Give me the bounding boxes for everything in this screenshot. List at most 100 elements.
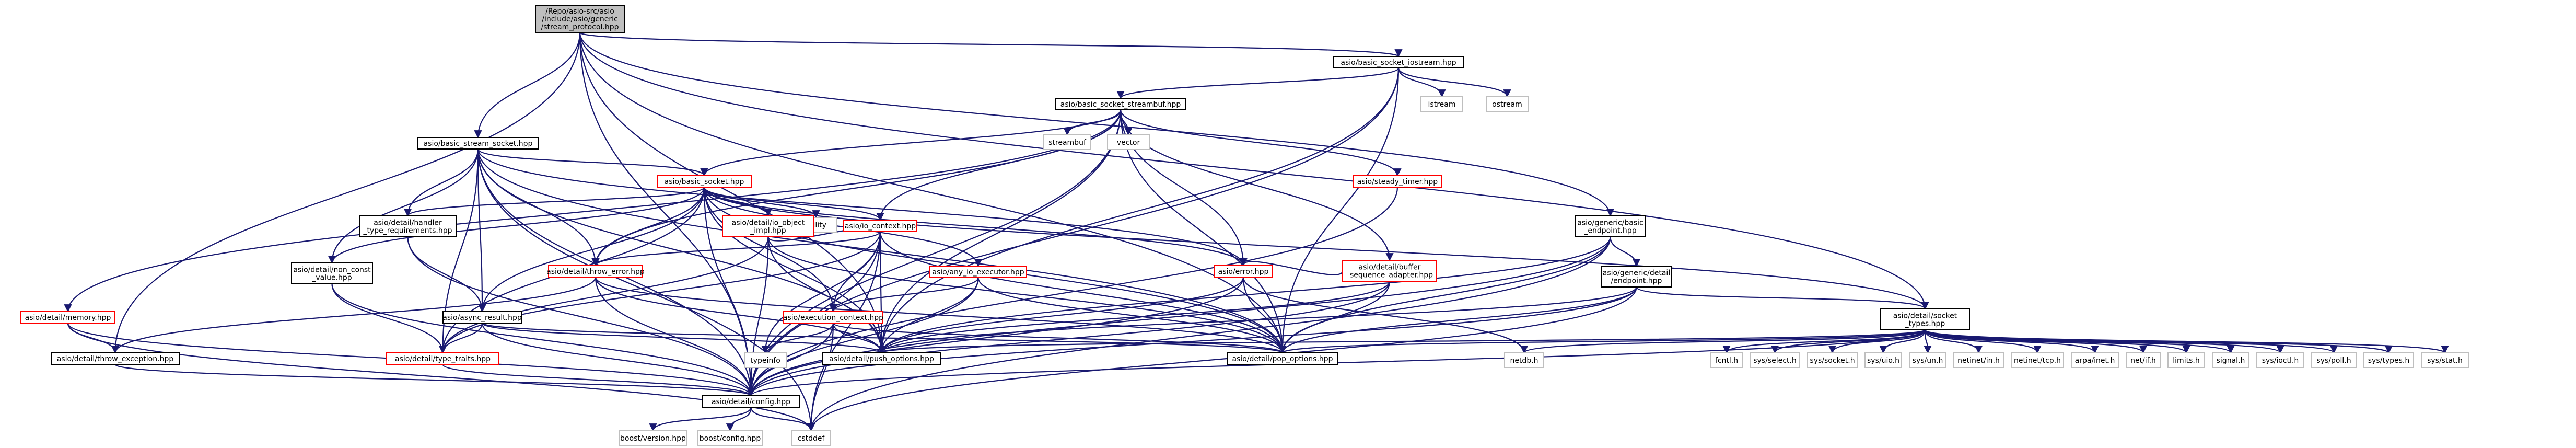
node-box — [2167, 352, 2205, 368]
edge-typetraits-to-config — [442, 363, 755, 397]
node-box — [1864, 352, 1902, 368]
node-bs[interactable]: asio/basic_socket.hpp — [657, 175, 752, 188]
node-bsi[interactable]: asio/basic_socket_iostream.hpp — [1333, 56, 1464, 68]
node-sysselect: sys/select.h — [1750, 352, 1800, 368]
node-box — [1807, 352, 1858, 368]
edge-bs-to-nonconst — [328, 187, 705, 264]
node-label: sys/select.h — [1753, 357, 1797, 365]
node-label: asio/detail/push_options.hpp — [829, 355, 934, 363]
edge-root-to-bss — [474, 32, 581, 139]
edge-socktypes-to-netdb — [1520, 329, 1926, 354]
node-label: sys/socket.h — [1810, 357, 1855, 365]
node-box — [2212, 352, 2249, 368]
node-signal: signal.h — [2212, 352, 2249, 368]
node-label: asio/error.hpp — [1218, 268, 1269, 276]
edge-asyncres-to-pop — [481, 322, 1286, 354]
edge-bs-to-anyio — [703, 187, 983, 267]
node-label: typeinfo — [750, 357, 780, 365]
node-sysun: sys/un.h — [1909, 352, 1946, 368]
node-steady[interactable]: asio/steady_timer.hpp — [1353, 175, 1442, 188]
edge-throwerr-to-throwexc — [111, 277, 597, 354]
node-label: fcntl.h — [1715, 357, 1738, 365]
node-geb[interactable]: asio/generic/basic_endpoint.hpp — [1575, 215, 1646, 237]
node-error[interactable]: asio/error.hpp — [1214, 265, 1273, 278]
node-ioctx[interactable]: asio/io_context.hpp — [843, 220, 917, 232]
node-boostver: boost/version.hpp — [619, 430, 687, 446]
node-label: asio/basic_socket.hpp — [665, 178, 744, 186]
edge-throwerr-to-pop — [595, 277, 1287, 354]
node-memory[interactable]: asio/detail/memory.hpp — [20, 311, 115, 324]
node-socktypes[interactable]: asio/detail/socket_types.hpp — [1880, 308, 1970, 330]
node-box — [442, 311, 522, 324]
edge-error-to-config — [747, 277, 1244, 397]
node-label: asio/detail/io_object — [732, 219, 805, 227]
node-vector: vector — [1107, 134, 1150, 150]
node-gedep[interactable]: asio/generic/detail/endpoint.hpp — [1601, 266, 1672, 288]
node-box — [702, 395, 800, 408]
node-ioobj[interactable]: asio/detail/io_object_impl.hpp — [722, 215, 814, 237]
edge-bs-to-ioctx — [703, 187, 884, 221]
edge-socktypes-to-fcntl — [1722, 329, 1926, 354]
node-cstddef: cstddef — [791, 430, 831, 446]
node-box — [1333, 56, 1464, 68]
node-box — [929, 266, 1027, 278]
edge-socktypes-to-sysun — [1924, 329, 1932, 354]
edge-socktypes-to-netinettcp — [1924, 329, 2042, 354]
node-syssocket: sys/socket.h — [1807, 352, 1858, 368]
node-bssb[interactable]: asio/basic_socket_streambuf.hpp — [1055, 98, 1186, 110]
node-label: netinet/in.h — [1957, 357, 2000, 365]
edge-ioobj-to-pop — [767, 236, 1287, 354]
edge-nonconst-to-typetraits — [331, 283, 447, 354]
node-typetraits[interactable]: asio/detail/type_traits.hpp — [386, 352, 499, 365]
node-label: asio/detail/handler — [374, 219, 442, 227]
edge-bsi-to-istream — [1397, 67, 1446, 98]
node-netdb: netdb.h — [1504, 352, 1544, 368]
node-box — [791, 430, 831, 446]
edge-bssb-to-memory — [64, 109, 1122, 313]
edge-socktypes-to-sysstat — [1924, 329, 2449, 354]
node-box — [2363, 352, 2414, 368]
node-netinetin: netinet/in.h — [1953, 352, 2004, 368]
node-label: _type_requirements.hpp — [363, 227, 452, 235]
node-box — [1710, 352, 1743, 368]
node-handreq[interactable]: asio/detail/handler_type_requirements.hp… — [359, 215, 457, 237]
node-box — [2311, 352, 2357, 368]
node-throwexc[interactable]: asio/detail/throw_exception.hpp — [51, 352, 180, 365]
edge-execctx-to-typeinfo — [761, 323, 834, 354]
node-label: sys/types.h — [2368, 357, 2409, 365]
edge-bss-to-handreq — [403, 148, 479, 217]
node-box — [2071, 352, 2119, 368]
node-pop[interactable]: asio/detail/pop_options.hpp — [1227, 352, 1338, 365]
node-bufseq[interactable]: asio/detail/buffer_sequence_adapter.hpp — [1342, 260, 1437, 282]
edge-ioctx-to-typeinfo — [761, 231, 881, 354]
edge-socktypes-to-sysuio — [1879, 329, 1926, 354]
edge-config-to-boostver — [649, 407, 752, 432]
node-fcntl: fcntl.h — [1710, 352, 1743, 368]
node-push[interactable]: asio/detail/push_options.hpp — [822, 352, 941, 365]
edge-bs-to-handreq — [404, 187, 705, 217]
node-box — [417, 137, 539, 150]
node-execctx[interactable]: asio/execution_context.hpp — [783, 311, 883, 324]
edge-execctx-to-config — [747, 323, 834, 397]
edge-throwerr-to-push — [595, 277, 886, 354]
node-nonconst[interactable]: asio/detail/non_const_value.hpp — [291, 262, 373, 284]
node-label: /endpoint.hpp — [1611, 277, 1662, 285]
edge-socktypes-to-pop — [1278, 329, 1926, 354]
node-config[interactable]: asio/detail/config.hpp — [702, 395, 800, 408]
edge-ioctx-to-pop — [879, 231, 1287, 354]
node-throwerr[interactable]: asio/detail/throw_error.hpp — [546, 265, 645, 278]
node-box — [1486, 96, 1529, 112]
node-anyio[interactable]: asio/any_io_executor.hpp — [929, 266, 1027, 278]
node-label: arpa/inet.h — [2075, 357, 2115, 365]
node-label: asio/detail/pop_options.hpp — [1232, 355, 1333, 363]
node-root[interactable]: /Repo/asio-src/asio/include/asio/generic… — [535, 5, 625, 33]
node-asyncres[interactable]: asio/async_result.hpp — [442, 311, 522, 324]
node-box — [2256, 352, 2304, 368]
edge-bss-to-nonconst — [328, 148, 479, 264]
node-bss[interactable]: asio/basic_stream_socket.hpp — [417, 137, 539, 150]
edge-bs-to-throwerr — [591, 187, 705, 267]
node-label: asio/detail/memory.hpp — [25, 314, 111, 322]
node-box — [291, 262, 373, 284]
node-box — [783, 311, 883, 324]
node-box — [657, 175, 752, 188]
